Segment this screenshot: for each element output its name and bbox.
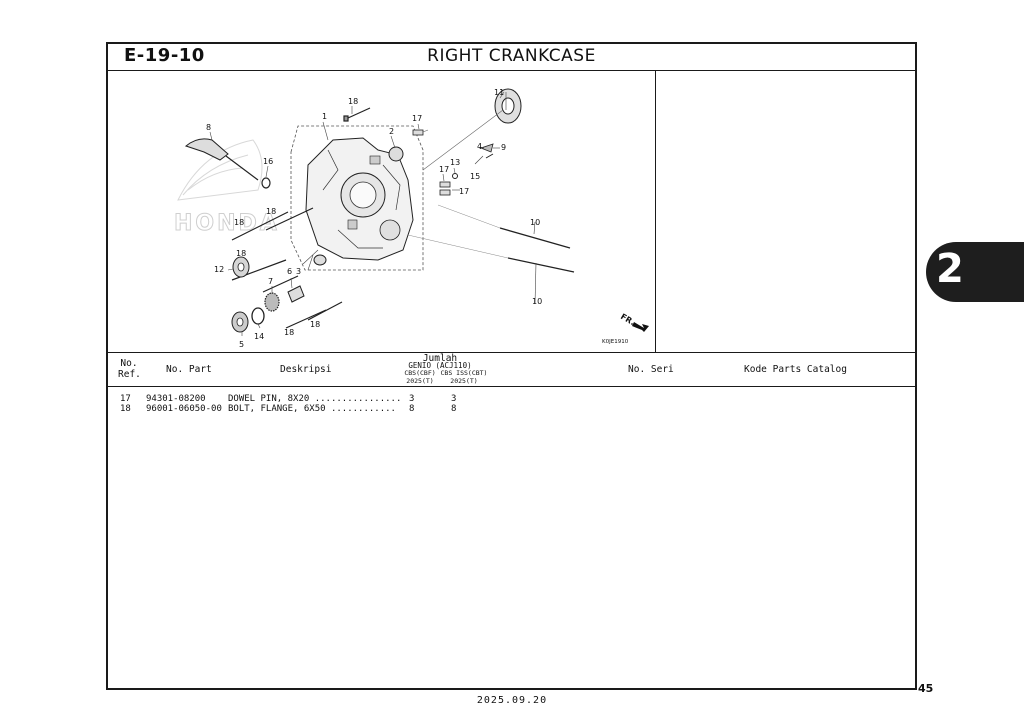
callout-11: 11 [494, 88, 504, 97]
callout-9: 9 [501, 143, 506, 152]
col-qty-iss: CBS ISS(CBT) 2025(T) [440, 369, 488, 385]
drawing-code: K0JE1910 [602, 339, 629, 345]
callout-6: 6 [287, 267, 292, 276]
callout-17a: 17 [412, 114, 422, 123]
section-code: E-19-10 [124, 45, 205, 66]
callout-12: 12 [214, 265, 224, 274]
table-header: No. Ref. No. Part Deskripsi Jumlah GENIO… [108, 352, 915, 387]
crankcase-body [305, 137, 414, 261]
wing-logo-shape [177, 139, 263, 201]
callout-8: 8 [206, 123, 211, 132]
table-row: 18 96001-06050-00 BOLT, FLANGE, 6X50 ...… [120, 404, 457, 414]
table-row: 17 94301-08200 DOWEL PIN, 8X20 .........… [120, 394, 457, 404]
section-tab-number: 2 [936, 246, 964, 292]
callout-4: 4 [477, 142, 482, 151]
callout-18c: 18 [234, 218, 244, 227]
page-title: RIGHT CRANKCASE [427, 46, 596, 66]
watermark-text: HONDA [174, 211, 280, 236]
callout-3: 3 [296, 267, 301, 276]
exploded-view-drawing: HONDA [174, 88, 649, 349]
stud-bolts [499, 227, 575, 273]
callout-13: 13 [450, 158, 460, 167]
col-ref: No. Ref. [118, 358, 141, 380]
callout-1: 1 [322, 112, 327, 121]
callout-10b: 10 [532, 297, 542, 306]
dowel-pins [412, 129, 451, 196]
callout-18f: 18 [310, 320, 320, 329]
callout-16: 16 [263, 157, 273, 166]
col-desc: Deskripsi [280, 364, 332, 375]
callout-17b: 17 [439, 165, 449, 174]
oil-seal-part [232, 256, 250, 278]
bearing-part [422, 88, 522, 171]
col-qty-model: GENIO (ACJ110) [408, 361, 472, 370]
page-header: E-19-10 RIGHT CRANKCASE [108, 44, 915, 71]
callout-5: 5 [239, 340, 244, 349]
col-part: No. Part [166, 364, 212, 375]
callout-18b: 18 [266, 207, 276, 216]
callout-18d: 18 [236, 249, 246, 258]
parts-diagram: HONDA [108, 70, 656, 352]
callout-10a: 10 [530, 218, 540, 227]
callout-17c: 17 [459, 187, 469, 196]
flange-bolts [231, 107, 371, 329]
callout-14: 14 [254, 332, 264, 341]
dipstick-part [184, 138, 259, 181]
col-catalog: Kode Parts Catalog [744, 364, 847, 375]
callout-18e: 18 [284, 328, 294, 337]
page-frame: E-19-10 RIGHT CRANKCASE HONDA [106, 42, 917, 690]
footer-date: 2025.09.20 [476, 695, 548, 706]
col-qty-cbs: CBS(CBF) 2025(T) [404, 369, 436, 385]
callout-7: 7 [268, 277, 273, 286]
front-direction-arrow: FR. [619, 312, 649, 332]
col-qty-title: Jumlah [422, 353, 458, 364]
section-tab: 2 [926, 242, 1024, 302]
col-serial: No. Seri [628, 364, 674, 375]
callout-18a: 18 [348, 97, 358, 106]
callout-2: 2 [389, 127, 394, 136]
page-number: 45 [918, 682, 934, 695]
callout-15: 15 [470, 172, 480, 181]
